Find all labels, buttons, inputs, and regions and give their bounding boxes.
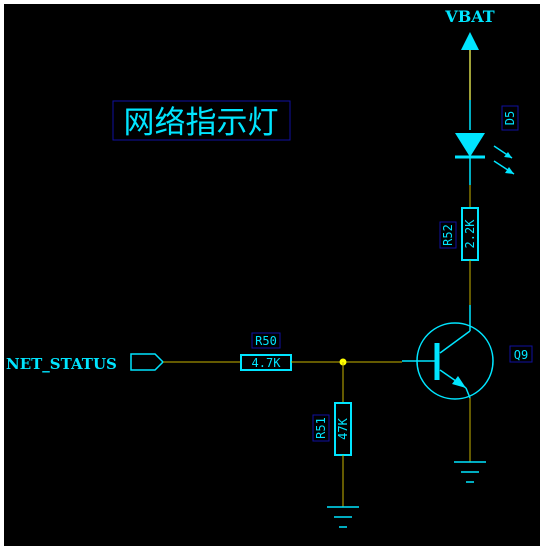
r51-label-box — [312, 414, 330, 442]
r52-ref-label: R52 — [441, 224, 455, 246]
d5-ref-label: D5 — [503, 111, 517, 125]
schematic-sheet — [4, 4, 540, 546]
title-box — [112, 100, 291, 141]
diagram-title: 网络指示灯 — [124, 105, 279, 141]
vbat-arrow-icon — [461, 32, 479, 50]
vbat-label: VBAT — [444, 7, 494, 26]
transistor-emitter-lead — [465, 387, 471, 399]
led-d5 — [455, 100, 515, 185]
ground-icon — [454, 461, 486, 483]
r51-ref-label: R51 — [314, 417, 328, 439]
r52-label-box — [439, 221, 457, 249]
transistor-collector — [439, 330, 471, 354]
transistor-q9 — [402, 305, 494, 400]
r50-value-label: 4.7K — [252, 356, 282, 370]
emitter-arrow-icon — [452, 376, 466, 388]
d5-label-box — [501, 105, 519, 131]
net-status-label: NET_STATUS — [6, 355, 117, 373]
r51-value-label: 47K — [336, 417, 350, 439]
ground-icon — [327, 506, 359, 528]
net-status-port-icon — [130, 353, 165, 371]
r50-label-box — [251, 332, 281, 349]
r52-value-label: 2.2K — [463, 219, 477, 249]
r50-ref-label: R50 — [255, 334, 277, 348]
led-triangle-icon — [455, 133, 485, 157]
q9-ref-label: Q9 — [514, 348, 528, 362]
q9-label-box — [509, 345, 533, 363]
